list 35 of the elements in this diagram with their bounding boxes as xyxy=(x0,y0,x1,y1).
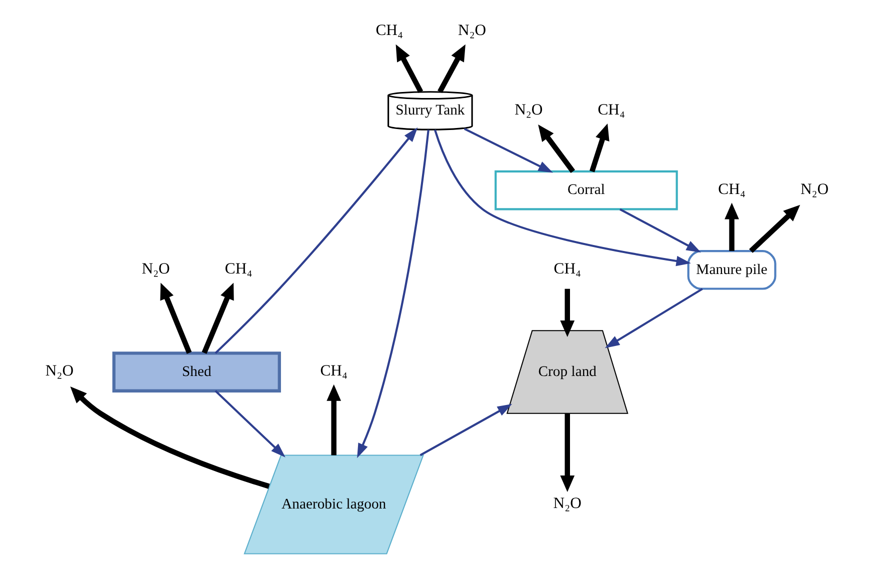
node-text: CH₄ xyxy=(718,180,746,198)
arrow xyxy=(560,288,575,337)
node-text: N₂O xyxy=(142,260,170,278)
node-text: CH₄ xyxy=(376,22,403,39)
arrow xyxy=(590,124,610,172)
arrow xyxy=(214,390,286,458)
arrow xyxy=(160,282,192,354)
arrow xyxy=(724,202,739,251)
node-text: N₂O xyxy=(553,495,582,512)
arrow xyxy=(538,124,576,173)
arrow xyxy=(604,288,703,348)
arrow xyxy=(434,130,691,266)
arrow xyxy=(357,130,430,458)
arrow xyxy=(202,282,234,354)
node-box: Shed xyxy=(112,352,281,392)
node-text: CH₄ xyxy=(320,362,348,380)
arrow xyxy=(214,127,418,354)
node-box: Manure pile xyxy=(687,250,776,290)
arrow xyxy=(70,386,270,489)
node-text: N₂O xyxy=(45,362,74,380)
arrow xyxy=(438,44,466,94)
node-text: N₂O xyxy=(800,180,829,198)
arrow xyxy=(326,384,342,456)
arrow xyxy=(749,204,800,253)
arrow xyxy=(560,414,575,492)
arrow xyxy=(620,208,702,252)
arrow xyxy=(396,44,424,94)
node-box: Corral xyxy=(494,170,678,210)
node-text: CH₄ xyxy=(224,260,252,278)
node-text: CH₄ xyxy=(554,260,582,278)
node-text: N₂O xyxy=(458,22,486,39)
node-text: CH₄ xyxy=(598,101,625,118)
arrow xyxy=(464,128,553,173)
node-text: N₂O xyxy=(514,101,543,118)
arrow xyxy=(420,404,512,456)
